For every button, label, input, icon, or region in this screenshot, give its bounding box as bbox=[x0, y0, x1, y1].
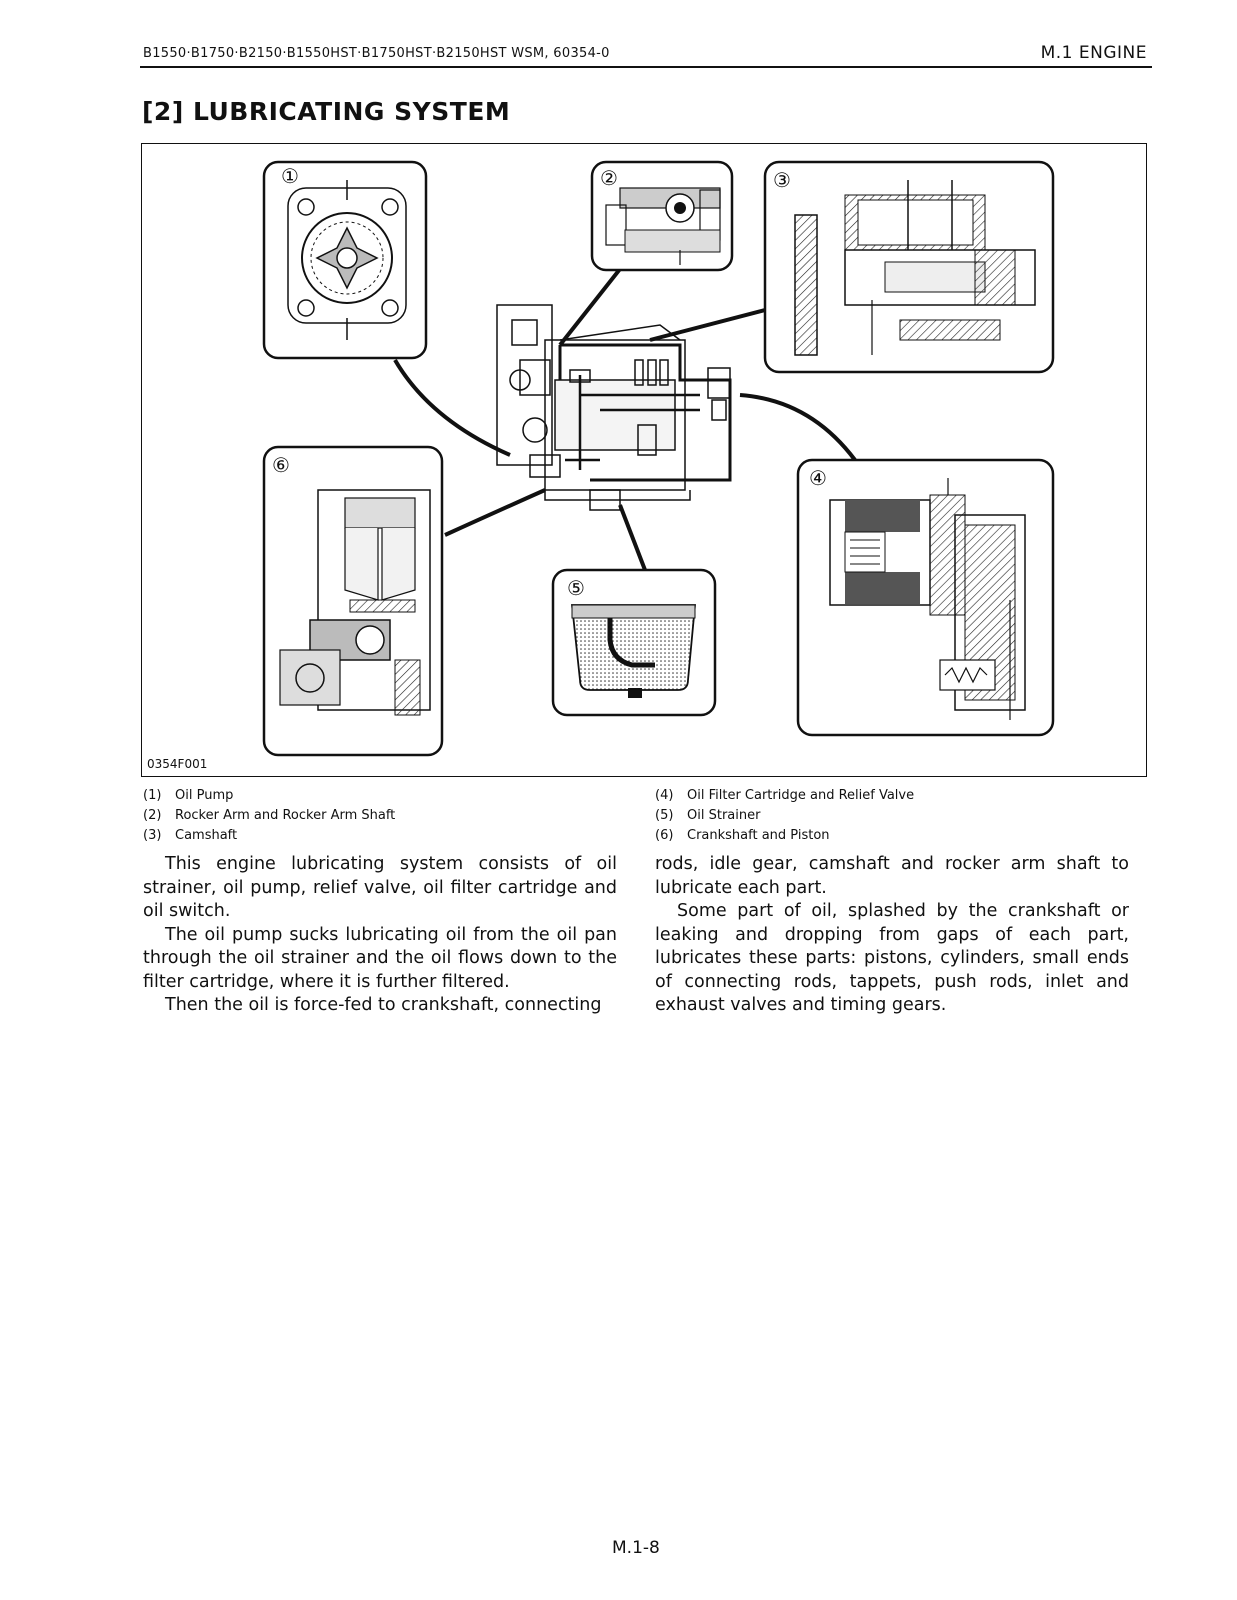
legend-item: (2)Rocker Arm and Rocker Arm Shaft bbox=[143, 808, 396, 823]
panel-crankshaft: ⑥ bbox=[262, 445, 444, 757]
body-paragraph: The oil pump sucks lubricating oil from … bbox=[143, 924, 617, 992]
legend-right: (4)Oil Filter Cartridge and Relief Valve… bbox=[655, 786, 914, 846]
header-models: B1550·B1750·B2150·B1550HST·B1750HST·B215… bbox=[143, 46, 610, 61]
body-column-left: This engine lubricating system consists … bbox=[143, 853, 617, 1018]
body-paragraph: Some part of oil, splashed by the cranks… bbox=[655, 901, 1129, 1015]
callout-5: ⑤ bbox=[567, 576, 585, 600]
panel-oil-filter: ④ bbox=[796, 458, 1055, 737]
legend-item: (6)Crankshaft and Piston bbox=[655, 828, 830, 843]
body-paragraph: rods, idle gear, camshaft and rocker arm… bbox=[655, 854, 1129, 898]
header-rule bbox=[140, 66, 1152, 68]
callout-1: ① bbox=[281, 164, 299, 188]
header-section: M.1 ENGINE bbox=[1040, 43, 1147, 63]
connector-1 bbox=[393, 358, 511, 457]
connector-5 bbox=[618, 504, 647, 571]
connector-4 bbox=[739, 393, 857, 462]
figure-frame bbox=[141, 143, 1147, 777]
legend-item: (5)Oil Strainer bbox=[655, 808, 761, 823]
body-column-right: rods, idle gear, camshaft and rocker arm… bbox=[655, 853, 1129, 1018]
engine-schematic bbox=[496, 304, 732, 511]
callout-6: ⑥ bbox=[272, 453, 290, 477]
panel-rocker-arm: ② bbox=[590, 160, 734, 272]
callout-4: ④ bbox=[809, 466, 827, 490]
callout-3: ③ bbox=[773, 168, 791, 192]
connector-3 bbox=[649, 308, 766, 342]
panel-oil-strainer: ⑤ bbox=[551, 568, 717, 717]
panel-oil-pump: ① bbox=[262, 160, 428, 360]
legend-item: (1)Oil Pump bbox=[143, 788, 234, 803]
legend-left: (1)Oil Pump (2)Rocker Arm and Rocker Arm… bbox=[143, 786, 395, 846]
panel-camshaft: ③ bbox=[763, 160, 1055, 374]
connector-lines bbox=[393, 248, 857, 571]
figure-code: 0354F001 bbox=[147, 757, 208, 771]
section-title: [2] LUBRICATING SYSTEM bbox=[142, 97, 511, 126]
body-paragraph: Then the oil is force-fed to crankshaft,… bbox=[165, 995, 602, 1015]
connector-6 bbox=[444, 488, 546, 537]
legend-item: (3)Camshaft bbox=[143, 828, 238, 843]
body-paragraph: This engine lubricating system consists … bbox=[143, 854, 617, 921]
page-number: M.1-8 bbox=[612, 1538, 660, 1558]
lubrication-diagram: ① ② ③ ⑥ bbox=[262, 160, 1055, 757]
legend-item: (4)Oil Filter Cartridge and Relief Valve bbox=[655, 788, 915, 803]
callout-2: ② bbox=[600, 166, 618, 190]
